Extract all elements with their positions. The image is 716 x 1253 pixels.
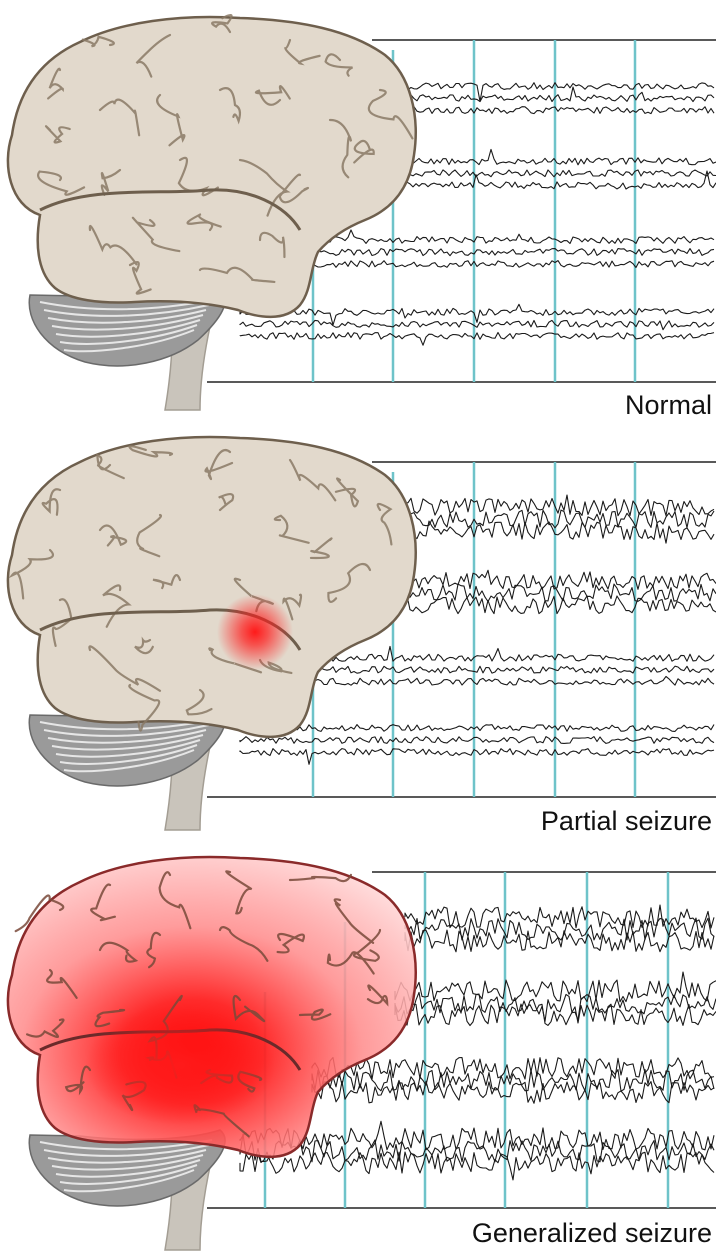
brain-icon xyxy=(8,17,416,317)
eeg-trace xyxy=(405,495,714,516)
eeg-diagram-partial-seizure xyxy=(0,420,716,840)
eeg-trace xyxy=(240,725,714,732)
panel-partial-seizure: Partial seizure xyxy=(0,420,716,840)
eeg-trace xyxy=(240,333,714,346)
eeg-trace xyxy=(240,1121,714,1150)
seizure-focus-icon xyxy=(85,1005,275,1125)
eeg-trace xyxy=(312,646,714,661)
caption-partial-seizure: Partial seizure xyxy=(541,806,712,837)
brain-illustration xyxy=(8,437,416,830)
eeg-trace xyxy=(405,521,714,543)
eeg-trace xyxy=(240,737,714,744)
brain-icon xyxy=(8,437,416,737)
brain-illustration xyxy=(8,15,416,410)
eeg-trace xyxy=(405,510,714,528)
brain-illustration xyxy=(8,857,416,1250)
eeg-trace xyxy=(312,1081,714,1103)
eeg-trace xyxy=(240,1134,714,1162)
caption-generalized-seizure: Generalized seizure xyxy=(472,1218,712,1249)
eeg-trace xyxy=(240,749,714,765)
eeg-diagram-normal xyxy=(0,0,716,420)
panel-normal: Normal xyxy=(0,0,716,420)
eeg-trace xyxy=(405,107,714,114)
eeg-trace xyxy=(312,230,714,244)
caption-normal: Normal xyxy=(625,390,712,421)
eeg-trace xyxy=(405,87,714,102)
panel-generalized-seizure: Generalized seizure xyxy=(0,840,716,1253)
seizure-focus-icon xyxy=(217,594,293,670)
eeg-trace xyxy=(312,676,714,685)
eeg-trace xyxy=(312,249,714,256)
eeg-trace xyxy=(312,261,714,268)
eeg-trace xyxy=(312,666,714,673)
eeg-diagram-generalized-seizure xyxy=(0,840,716,1253)
